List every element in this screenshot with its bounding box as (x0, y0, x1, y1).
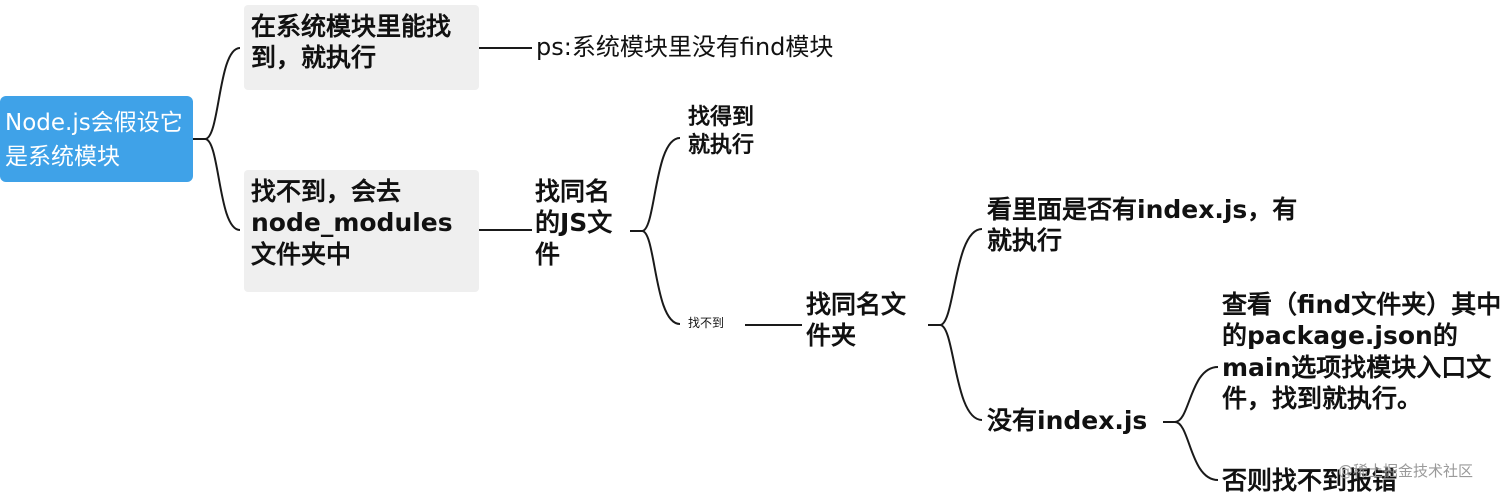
node-found-system[interactable]: 在系统模块里能找到，就执行 (244, 5, 479, 90)
connector-folder-noindex (928, 324, 983, 421)
node-ps-note[interactable]: ps:系统模块里没有find模块 (536, 33, 834, 61)
connector-root-bottom (193, 138, 241, 231)
connector-package (1163, 366, 1219, 423)
node-check-package[interactable]: 查看（find文件夹）其中的package.json的main选项找模块入口文件… (1222, 290, 1502, 413)
connector-js-found (630, 137, 681, 232)
node-found-exec[interactable]: 找得到就执行 (688, 105, 755, 158)
node-same-name-folder[interactable]: 找同名文件夹 (806, 290, 907, 351)
node-same-name-js[interactable]: 找同名的JS文件 (535, 177, 613, 269)
node-not-found[interactable]: 找不到，会去node_modules文件夹中 (244, 170, 479, 292)
watermark: @稀土掘金技术社区 (1338, 462, 1474, 480)
node-not-found-small[interactable]: 找不到 (688, 316, 725, 330)
connector-folder-index (928, 228, 983, 326)
root-node[interactable]: Node.js会假设它是系统模块 (0, 96, 193, 182)
node-else-error[interactable]: 否则找不到报错 (1222, 466, 1398, 495)
connector-js-notfound (630, 230, 681, 325)
node-no-index[interactable]: 没有index.js (987, 406, 1148, 435)
connector-error (1163, 421, 1219, 481)
node-check-index[interactable]: 看里面是否有index.js，有就执行 (987, 195, 1298, 256)
connector-root-top (193, 47, 241, 140)
